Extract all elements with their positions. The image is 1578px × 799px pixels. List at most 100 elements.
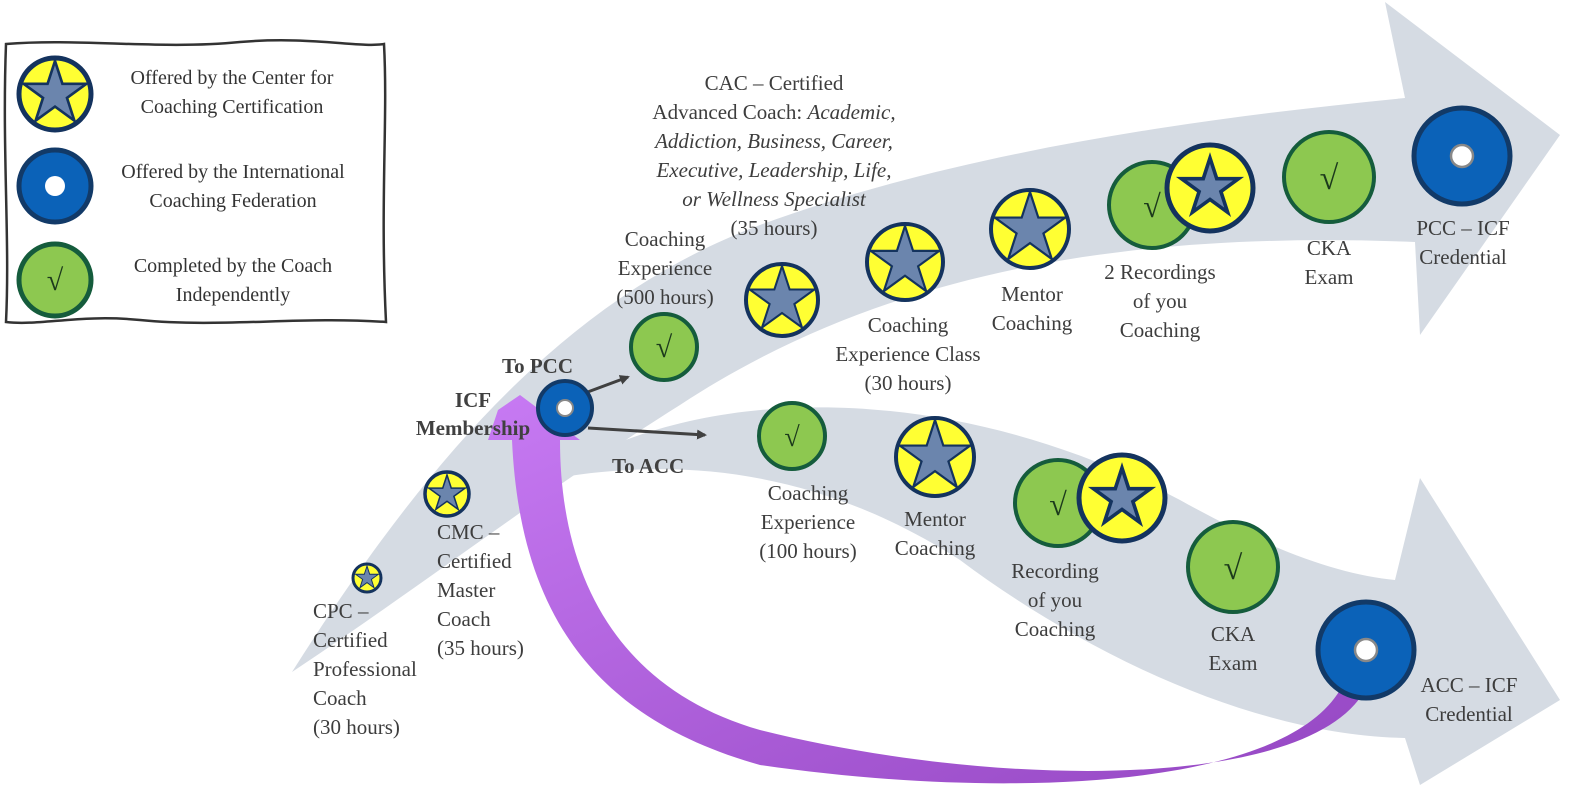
pcc-step-mentor-coaching: Mentor Coaching	[991, 190, 1073, 335]
pcc-step-recordings-2: √ 2 Recordings of you Coaching	[1104, 142, 1256, 342]
cac-title-line5: or Wellness Specialist	[682, 187, 867, 211]
check-badge-icon: √	[629, 312, 699, 382]
step-label: Coaching	[868, 313, 949, 337]
cmc-label-line: (35 hours)	[437, 636, 524, 660]
legend-label-icf-line1: Offered by the International	[121, 161, 345, 183]
star-badge-icon	[1164, 142, 1256, 234]
step-label: (500 hours)	[616, 285, 713, 309]
step-label: of you	[1133, 289, 1188, 313]
step-label: Mentor	[1001, 282, 1063, 306]
step-label: Exam	[1305, 265, 1354, 289]
check-glyph: √	[1224, 550, 1243, 587]
legend-item-coach: √ Completed by the Coach Independently	[16, 241, 332, 319]
cac-title-line3: Addiction, Business, Career,	[653, 129, 893, 153]
star-badge-icon	[896, 418, 974, 496]
check-badge-icon: √	[1186, 520, 1280, 614]
cpc-label: CPC – Certified Professional Coach (30 h…	[313, 599, 417, 739]
icf-membership-label-line: ICF	[455, 388, 491, 412]
star-badge-icon	[867, 224, 943, 300]
pcc-step-cka-exam: √ CKA Exam	[1282, 130, 1376, 289]
step-label: Experience	[618, 256, 712, 280]
cpc-badge	[353, 564, 381, 592]
cpc-label-line: CPC –	[313, 599, 369, 623]
icf-badge-icon	[16, 147, 94, 225]
step-label: CKA	[1307, 236, 1352, 260]
step-label: Coaching	[768, 481, 849, 505]
star-badge-icon	[1076, 452, 1168, 544]
check-badge-icon: √	[757, 401, 827, 471]
cpc-label-line: Certified	[313, 628, 388, 652]
check-badge-icon: √	[1282, 130, 1376, 224]
cmc-label: CMC – Certified Master Coach (35 hours)	[437, 520, 524, 660]
cmc-badge	[425, 472, 469, 516]
step-label: Coaching	[992, 311, 1073, 335]
check-glyph: √	[784, 422, 800, 453]
legend-label-icf-line2: Coaching Federation	[149, 190, 316, 212]
step-label: (30 hours)	[865, 371, 952, 395]
cmc-label-line: Certified	[437, 549, 512, 573]
cpc-label-line: Professional	[313, 657, 417, 681]
to-pcc-label: To PCC	[502, 354, 573, 378]
legend-label-ccc-line2: Coaching Certification	[141, 96, 324, 118]
step-label: CKA	[1211, 622, 1256, 646]
cmc-label-line: Master	[437, 578, 495, 602]
cpc-label-line: (30 hours)	[313, 715, 400, 739]
cmc-label-line: CMC –	[437, 520, 500, 544]
acc-step-recording: √ Recording of you Coaching	[1011, 452, 1168, 641]
cac-title-line4: Executive, Leadership, Life,	[655, 158, 891, 182]
pcc-step-coaching-experience-500: √ Coaching Experience (500 hours)	[616, 227, 714, 382]
cpc-label-line: Coach	[313, 686, 367, 710]
pcc-step-cac	[746, 264, 818, 336]
star-badge-icon	[746, 264, 818, 336]
acc-step-credential: ACC – ICF Credential	[1315, 599, 1518, 726]
return-arrow	[488, 395, 1365, 784]
cac-title-line1: CAC – Certified	[705, 71, 844, 95]
step-label: Recording	[1011, 559, 1099, 583]
check-badge-icon: √	[1013, 458, 1103, 548]
check-glyph: √	[1143, 188, 1161, 224]
check-glyph: √	[1049, 486, 1067, 522]
check-glyph: √	[47, 264, 64, 297]
step-label: Experience	[761, 510, 855, 534]
legend-label-coach-line2: Independently	[176, 284, 290, 306]
icf-membership-label: ICF Membership	[416, 388, 530, 440]
step-label: Coaching	[625, 227, 706, 251]
cac-title: CAC – Certified Advanced Coach: Academic…	[652, 71, 895, 240]
cac-title-line6: (35 hours)	[731, 216, 818, 240]
step-label: (100 hours)	[759, 539, 856, 563]
step-label: Coaching	[895, 536, 976, 560]
cmc-label-line: Coach	[437, 607, 491, 631]
step-label: Exam	[1209, 651, 1258, 675]
to-pcc-arrow	[584, 375, 630, 395]
step-label: Credential	[1425, 702, 1513, 726]
step-label: ACC – ICF	[1421, 673, 1518, 697]
step-label: Mentor	[904, 507, 966, 531]
legend-item-icf: Offered by the International Coaching Fe…	[16, 147, 345, 225]
pcc-step-credential: PCC – ICF Credential	[1411, 105, 1513, 269]
cac-title-line2: Advanced Coach: Academic,	[652, 100, 895, 124]
icf-badge-icon	[1315, 599, 1417, 701]
icf-membership-badge	[536, 379, 594, 437]
legend-label-coach-line1: Completed by the Coach	[134, 255, 332, 277]
star-badge-icon	[19, 58, 91, 130]
star-badge-icon	[991, 190, 1069, 268]
check-badge-icon: √	[16, 241, 94, 319]
step-label: Experience Class	[835, 342, 980, 366]
step-label: Coaching	[1015, 617, 1096, 641]
acc-path-arrow	[545, 407, 1560, 785]
icf-badge-icon	[1411, 105, 1513, 207]
step-label: 2 Recordings	[1104, 260, 1215, 284]
to-acc-arrow	[587, 426, 707, 440]
acc-step-cka-exam: √ CKA Exam	[1186, 520, 1280, 675]
step-label: PCC – ICF	[1416, 216, 1509, 240]
legend: Offered by the Center for Coaching Certi…	[3, 39, 388, 325]
step-label: of you	[1028, 588, 1083, 612]
legend-label-ccc-line1: Offered by the Center for	[131, 67, 334, 89]
step-label: Credential	[1419, 245, 1507, 269]
icf-membership-label-line: Membership	[416, 416, 530, 440]
check-glyph: √	[1320, 160, 1339, 197]
step-label: Coaching	[1120, 318, 1201, 342]
pcc-step-coaching-experience-class: Coaching Experience Class (30 hours)	[835, 224, 981, 395]
to-acc-label: To ACC	[612, 454, 684, 478]
